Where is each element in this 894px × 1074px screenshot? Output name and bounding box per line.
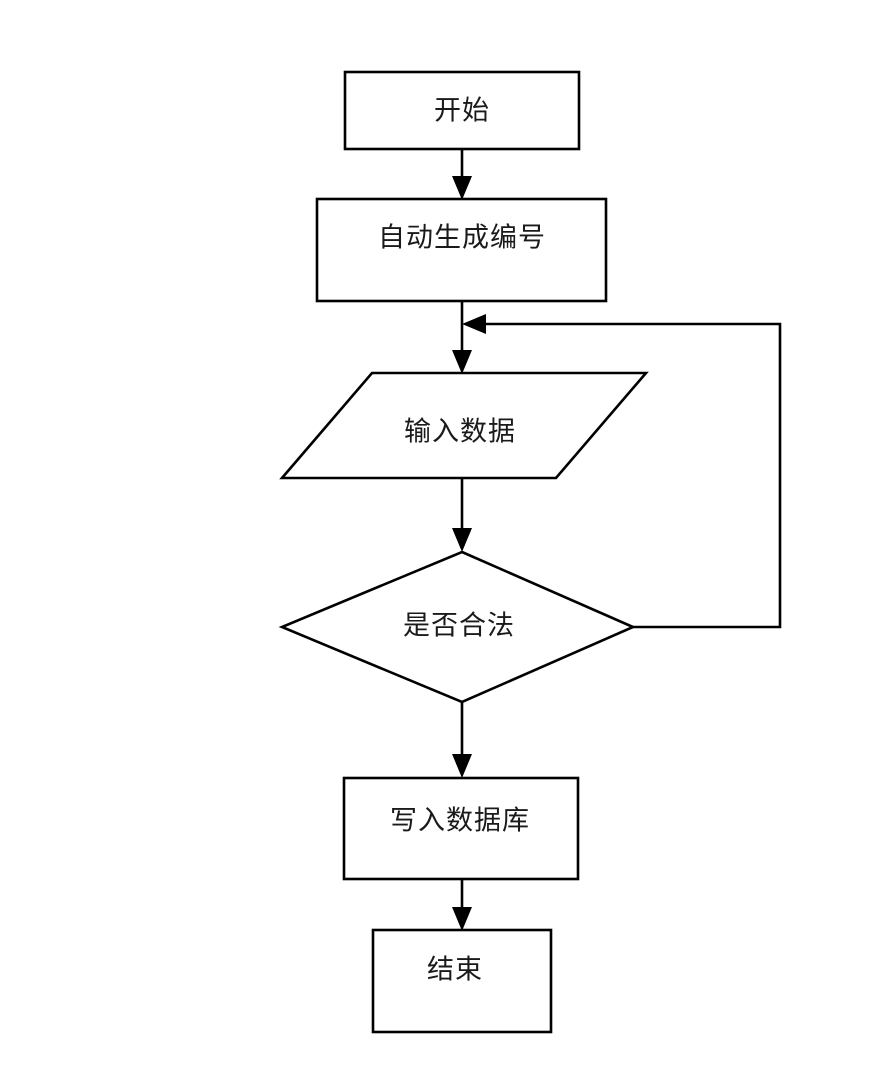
node-write-db[interactable]: 写入数据库 bbox=[342, 776, 580, 881]
node-start-label: 开始 bbox=[434, 96, 490, 127]
arrow-head-down-icon bbox=[452, 176, 472, 200]
edge-input-data-to-is-valid bbox=[452, 478, 472, 552]
node-end-label: 结束 bbox=[427, 955, 483, 986]
edge-write-db-to-end bbox=[452, 879, 472, 931]
edge-start-to-auto-number bbox=[452, 148, 472, 200]
edge-auto-number-to-input-data bbox=[452, 301, 472, 374]
node-input-data-shape[interactable] bbox=[279, 371, 649, 480]
node-end-shape[interactable] bbox=[371, 928, 553, 1034]
node-is-valid-label: 是否合法 bbox=[403, 611, 515, 642]
node-is-valid-shape[interactable] bbox=[278, 550, 637, 704]
node-auto-number[interactable]: 自动生成编号 bbox=[315, 197, 608, 303]
node-input-data-label: 输入数据 bbox=[404, 417, 516, 448]
edge-polyline bbox=[474, 322, 782, 629]
edge-is-valid-loopback-to-input-data bbox=[462, 314, 782, 629]
node-auto-number-label: 自动生成编号 bbox=[378, 223, 546, 254]
node-start[interactable]: 开始 bbox=[343, 70, 581, 151]
node-input-data[interactable]: 输入数据 bbox=[279, 371, 649, 480]
arrow-head-down-icon bbox=[452, 907, 472, 931]
node-write-db-shape[interactable] bbox=[342, 776, 580, 881]
node-write-db-label: 写入数据库 bbox=[390, 806, 530, 837]
edge-is-valid-to-write-db bbox=[452, 702, 472, 778]
node-start-shape[interactable] bbox=[343, 70, 581, 151]
node-auto-number-shape[interactable] bbox=[315, 197, 608, 303]
arrow-head-down-icon bbox=[452, 754, 472, 778]
node-is-valid[interactable]: 是否合法 bbox=[278, 550, 637, 704]
node-end[interactable]: 结束 bbox=[371, 928, 553, 1034]
arrow-head-down-icon bbox=[452, 350, 472, 374]
arrow-head-left-icon bbox=[462, 314, 486, 334]
arrow-head-down-icon bbox=[452, 528, 472, 552]
